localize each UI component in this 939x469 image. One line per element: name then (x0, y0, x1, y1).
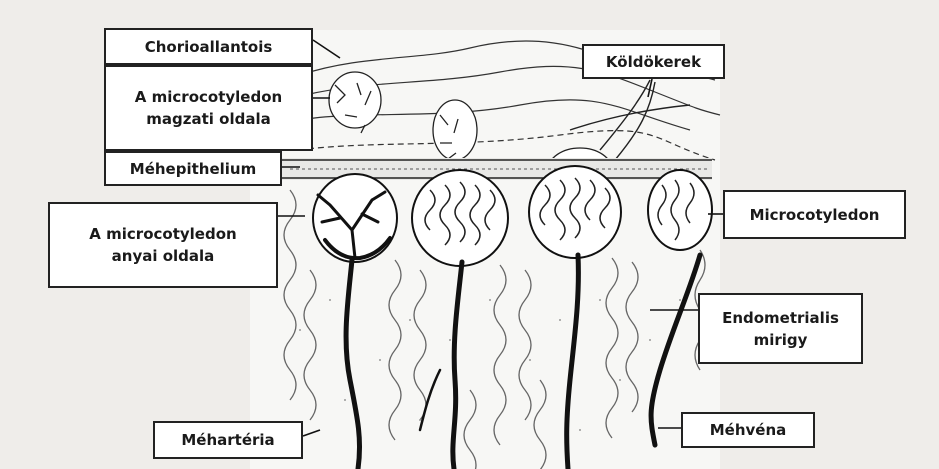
label-chorioallantois: Chorioallantois (104, 28, 313, 65)
label-microcotyledon-maternal-side: A microcotyledon anyai oldala (48, 202, 278, 288)
label-uterine-vein: Méhvéna (681, 412, 815, 448)
label-microcotyledon-fetal-side: A microcotyledon magzati oldala (104, 65, 313, 151)
label-uterine-artery: Méhartéria (153, 421, 303, 459)
label-uterine-epithelium: Méhepithelium (104, 151, 282, 186)
label-endometrial-gland: Endometrialis mirigy (698, 293, 863, 364)
label-umbilical-vessels: Köldökerek (582, 44, 725, 79)
label-microcotyledon: Microcotyledon (723, 190, 906, 239)
